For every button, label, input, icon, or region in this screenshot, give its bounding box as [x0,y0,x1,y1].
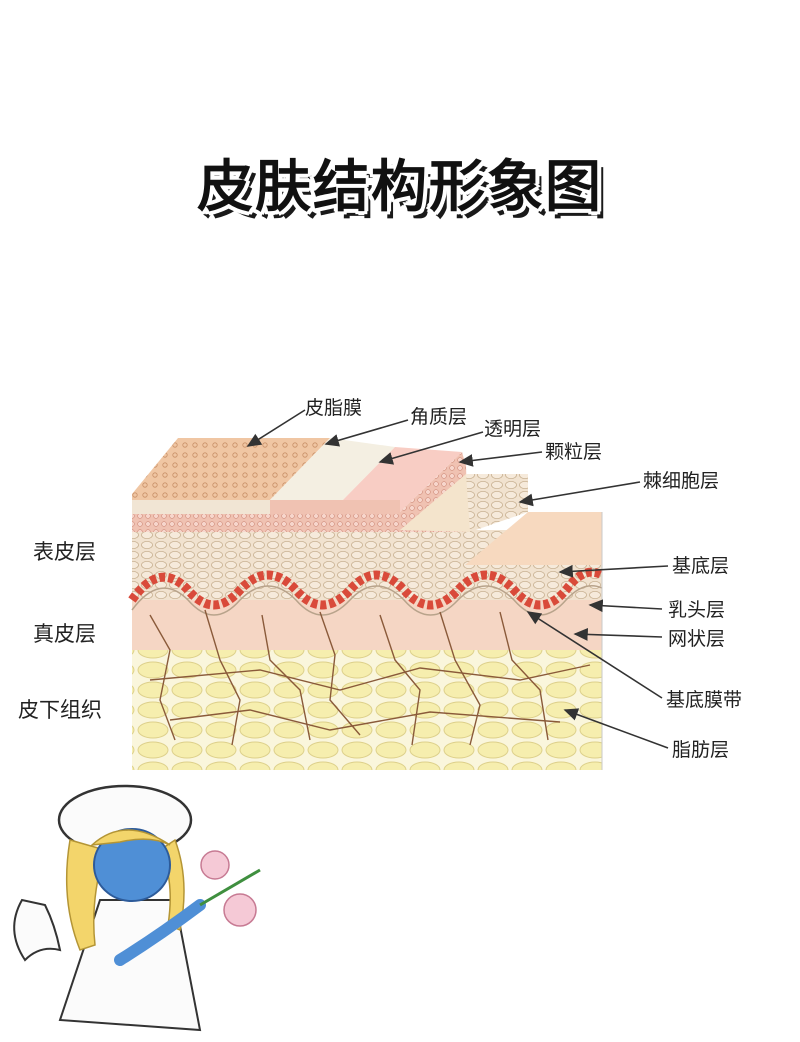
sebum-film-top [132,438,330,500]
vessels [149,609,591,746]
lucidum-top [338,447,462,512]
label-papillary-layer: 乳头层 [668,599,726,621]
granulosum-strip [132,512,467,532]
basale-top [465,512,602,565]
corneum-top [270,438,395,505]
cartoon-character [13,784,261,1032]
label-basement-membrane-zone: 基底膜带 [666,689,743,711]
label-reticular-layer: 网状层 [668,628,726,650]
label-epidermis: 表皮层 [33,540,96,564]
spinosum-step [466,474,528,532]
fat-layer [132,648,602,770]
page-title: 皮肤结构形象图 [197,155,603,220]
label-stratum-lucidum: 透明层 [484,418,542,440]
label-fat-layer: 脂肪层 [672,739,730,761]
label-stratum-basale: 基底层 [672,555,730,577]
label-subcutis: 皮下组织 [18,698,102,722]
label-dermis: 真皮层 [33,622,96,646]
label-stratum-spinosum: 棘细胞层 [643,470,720,492]
label-sebum-film: 皮脂膜 [305,397,363,419]
label-stratum-corneum: 角质层 [410,406,468,428]
basale-wave [128,567,605,610]
label-stratum-granulosum: 颗粒层 [545,441,603,463]
